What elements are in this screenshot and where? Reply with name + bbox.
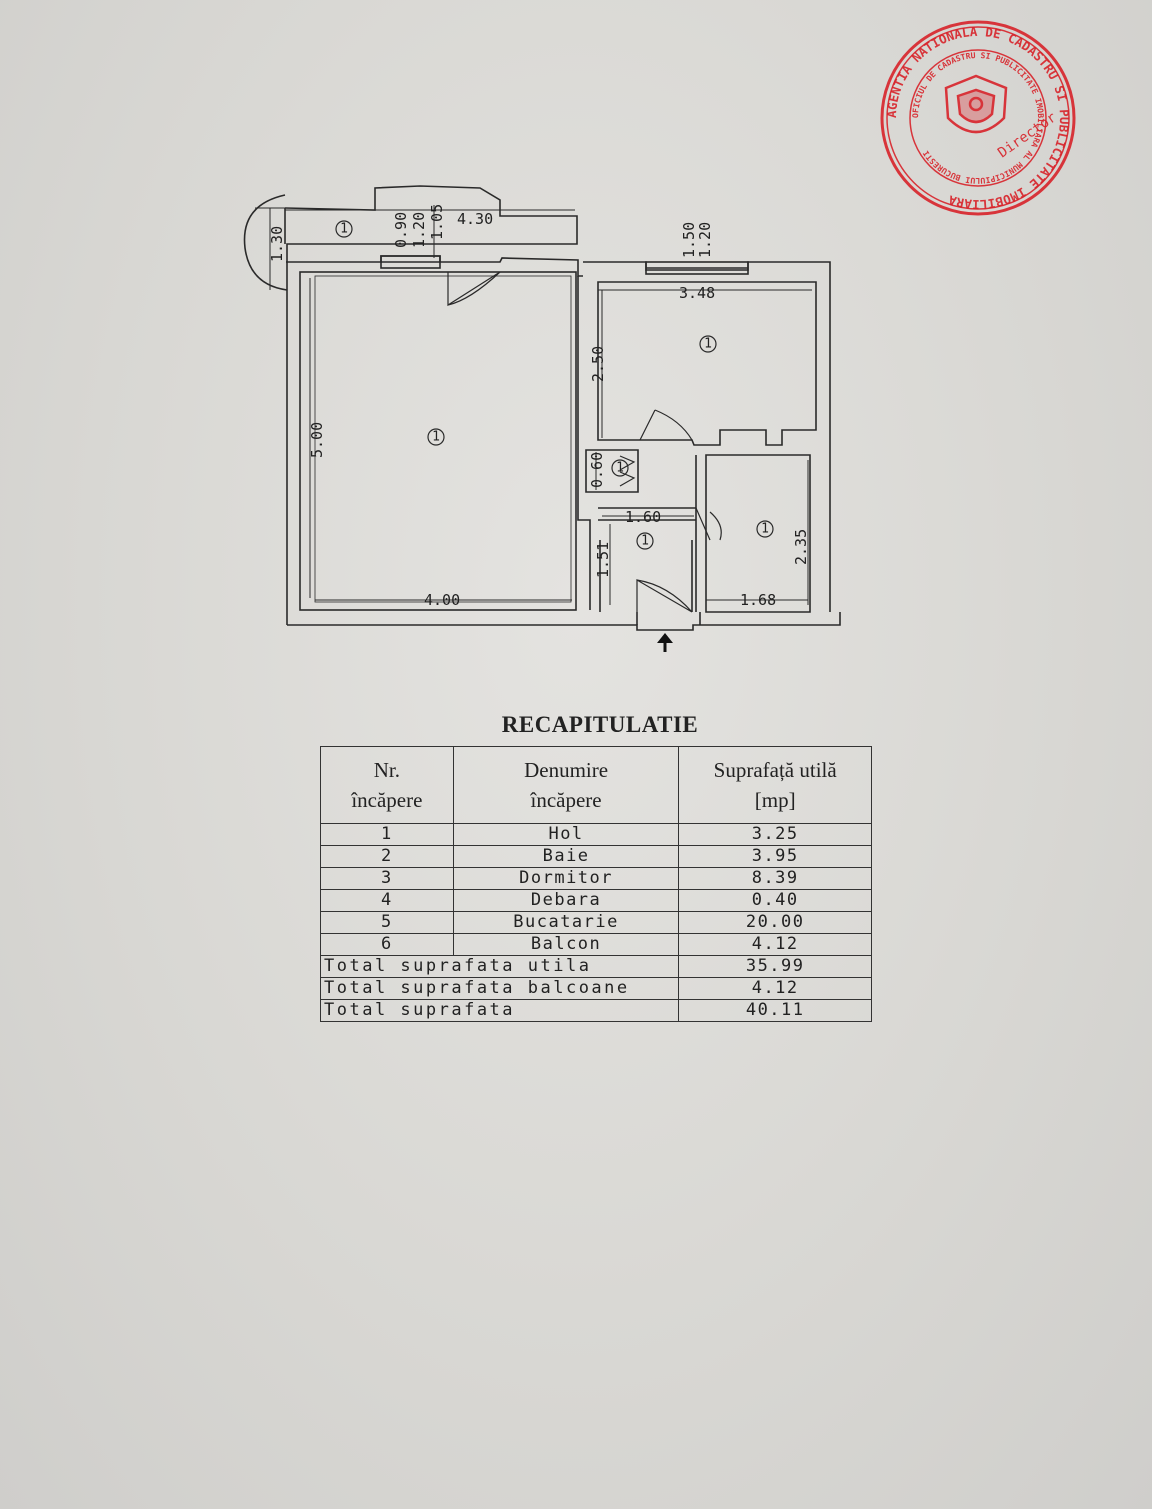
cell-area: 20.00 bbox=[678, 911, 872, 934]
cell-name: Bucatarie bbox=[452, 911, 680, 934]
dim-living-height: 5.00 bbox=[308, 422, 326, 458]
room-marker-bath: 1 bbox=[761, 522, 769, 537]
cell-area: 4.12 bbox=[678, 933, 872, 956]
dim-bedroom-height: 2.50 bbox=[589, 346, 607, 382]
recap-table: Nr. încăpere Denumire încăpere Suprafață… bbox=[319, 746, 872, 1022]
dim-window-right-b: 1.20 bbox=[696, 222, 714, 258]
balcony-outline bbox=[243, 194, 288, 291]
table-row: 5 Bucatarie 20.00 bbox=[320, 911, 872, 934]
room-marker-kitchen: 1 bbox=[432, 430, 440, 445]
cell-nr: 1 bbox=[320, 823, 454, 846]
dim-storage-height: 0.60 bbox=[588, 452, 606, 488]
dim-window-left-b: 1.20 bbox=[410, 212, 428, 248]
total-usable-label: Total suprafata utila bbox=[319, 955, 680, 978]
dim-balcony-depth: 1.30 bbox=[268, 226, 286, 262]
recap-title: RECAPITULATIE bbox=[501, 712, 699, 737]
total-row: Total suprafata 40.11 bbox=[319, 999, 872, 1022]
header-usable-area-line1: Suprafață utilă bbox=[713, 758, 837, 782]
cell-name: Baie bbox=[452, 845, 680, 868]
total-area-label: Total suprafata bbox=[319, 999, 680, 1022]
table-row: 6 Balcon 4.12 bbox=[320, 933, 872, 956]
coat-of-arms-icon bbox=[944, 74, 1008, 134]
table-row: 4 Debara 0.40 bbox=[320, 889, 872, 912]
door-arcs bbox=[447, 271, 722, 613]
cell-area: 3.25 bbox=[678, 823, 872, 846]
total-balconies-label: Total suprafata balcoane bbox=[319, 977, 680, 1000]
total-row: Total suprafata utila 35.99 bbox=[319, 955, 872, 978]
room-marker-hall: 1 bbox=[641, 534, 649, 549]
cell-name: Hol bbox=[452, 823, 680, 846]
dim-living-width: 4.00 bbox=[424, 591, 460, 609]
entrance-arrow-icon bbox=[657, 633, 673, 652]
official-stamp: AGENTIA NATIONALA DE CADASTRU SI PUBLICI… bbox=[880, 20, 1076, 216]
cell-nr: 3 bbox=[320, 867, 454, 890]
dim-bath-height: 2.35 bbox=[792, 529, 810, 565]
cell-name: Debara bbox=[452, 889, 680, 912]
window-left bbox=[380, 255, 441, 269]
cell-area: 3.95 bbox=[678, 845, 872, 868]
header-room-number-line2: încăpere bbox=[351, 788, 423, 812]
header-room-name-line1: Denumire bbox=[524, 758, 609, 782]
exterior-wall bbox=[284, 185, 841, 631]
dim-bath-width: 1.68 bbox=[740, 591, 776, 609]
room-marker-bedroom: 1 bbox=[704, 337, 712, 352]
cell-nr: 6 bbox=[320, 933, 454, 956]
floor-plan: 4.30 1.30 0.90 1.20 1.05 1.50 1.20 5.00 … bbox=[243, 185, 841, 652]
dim-window-left-a: 0.90 bbox=[392, 212, 410, 248]
dim-balcony-length: 4.30 bbox=[457, 210, 493, 228]
living-room bbox=[299, 271, 577, 611]
interior-walls bbox=[577, 276, 811, 625]
cell-name: Balcon bbox=[452, 933, 680, 956]
room-marker-balcony: 1 bbox=[340, 222, 348, 237]
cell-nr: 2 bbox=[320, 845, 454, 868]
header-room-name: Denumire încăpere bbox=[452, 746, 680, 824]
dim-bedroom-width: 3.48 bbox=[679, 284, 715, 302]
room-marker-storage: 1 bbox=[616, 461, 624, 476]
dim-window-right-a: 1.50 bbox=[680, 222, 698, 258]
header-room-number-line1: Nr. bbox=[373, 758, 401, 782]
dim-hall-height: 1.51 bbox=[594, 542, 612, 578]
cell-nr: 4 bbox=[320, 889, 454, 912]
total-balconies-value: 4.12 bbox=[678, 977, 872, 1000]
dim-window-left-c: 1.05 bbox=[428, 204, 446, 240]
cell-nr: 5 bbox=[320, 911, 454, 934]
total-row: Total suprafata balcoane 4.12 bbox=[319, 977, 872, 1000]
window-right bbox=[645, 261, 749, 275]
header-room-name-line2: încăpere bbox=[530, 788, 602, 812]
table-row: 1 Hol 3.25 bbox=[320, 823, 872, 846]
header-room-number: Nr. încăpere bbox=[320, 746, 454, 824]
total-area-value: 40.11 bbox=[678, 999, 872, 1022]
header-usable-area: Suprafață utilă [mp] bbox=[678, 746, 872, 824]
cell-area: 8.39 bbox=[678, 867, 872, 890]
header-usable-area-line2: [mp] bbox=[754, 788, 796, 812]
table-row: 3 Dormitor 8.39 bbox=[320, 867, 872, 890]
cell-area: 0.40 bbox=[678, 889, 872, 912]
dim-hall-width: 1.60 bbox=[625, 508, 661, 526]
total-usable-value: 35.99 bbox=[678, 955, 872, 978]
cell-name: Dormitor bbox=[452, 867, 680, 890]
table-header-row: Nr. încăpere Denumire încăpere Suprafață… bbox=[320, 746, 872, 824]
table-row: 2 Baie 3.95 bbox=[320, 845, 872, 868]
